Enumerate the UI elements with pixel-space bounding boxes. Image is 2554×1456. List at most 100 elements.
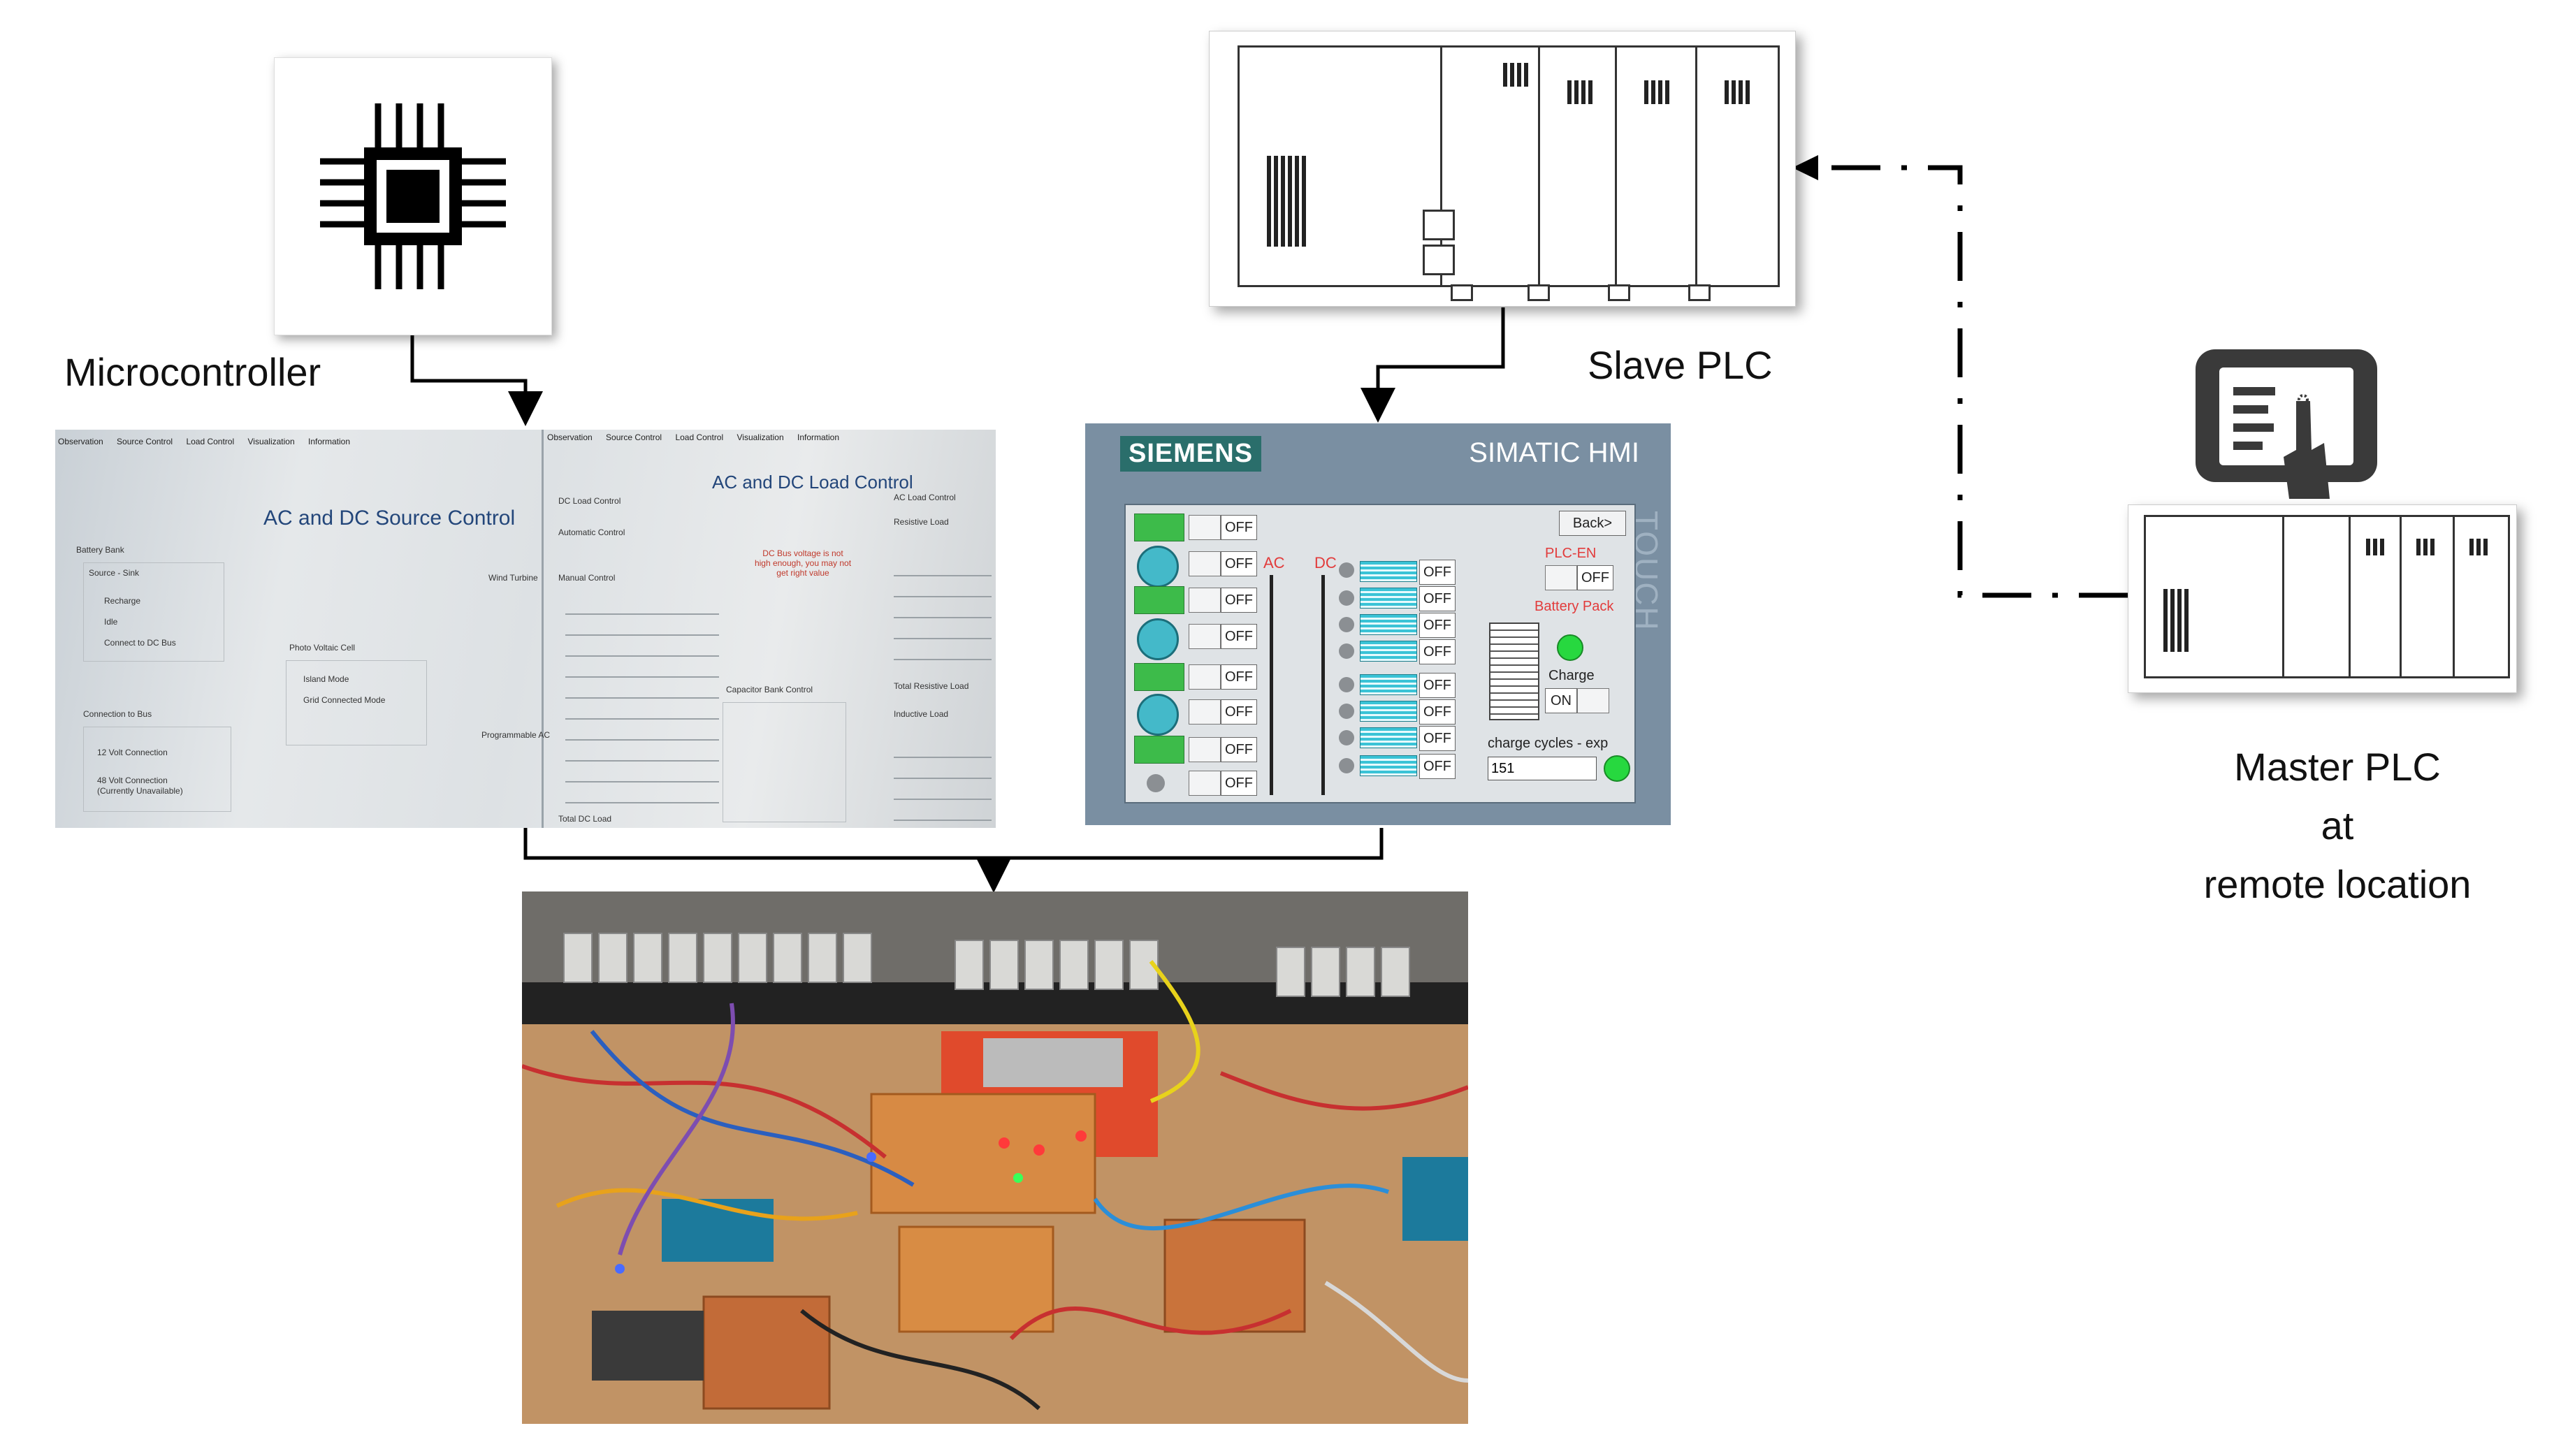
charge-on-button[interactable]: ON	[1545, 688, 1577, 713]
plc-foot	[1608, 284, 1630, 301]
ac-off-button[interactable]: OFF	[1221, 624, 1257, 649]
v48-note: (Currently Unavailable)	[97, 786, 183, 796]
ac-switch[interactable]	[1189, 588, 1221, 613]
pv-grid-option: Grid Connected Mode	[303, 695, 386, 705]
dc-off-button[interactable]: OFF	[1419, 726, 1456, 751]
tab-load-control: Load Control	[186, 437, 235, 446]
charge-cycles-field[interactable]: 151	[1488, 757, 1597, 780]
charge-label: Charge	[1548, 668, 1595, 683]
dc-off-button[interactable]: OFF	[1419, 699, 1456, 725]
master-to-slave-dashed	[1806, 165, 2128, 598]
ac-off-button[interactable]: OFF	[1221, 699, 1257, 725]
plc-terminal-block	[2163, 589, 2191, 652]
dc-bus-warning: DC Bus voltage is not high enough, you m…	[754, 548, 852, 578]
ac-off-button[interactable]: OFF	[1221, 551, 1257, 576]
back-button[interactable]: Back>	[1559, 511, 1626, 536]
board-illustration	[522, 891, 1468, 1424]
dc-label: DC	[1314, 554, 1337, 572]
gui-divider	[542, 430, 544, 828]
ac-off-button[interactable]: OFF	[1221, 737, 1257, 762]
fan-icon	[1137, 694, 1179, 736]
dc-load-icon	[1360, 727, 1417, 748]
ac-switch[interactable]	[1189, 737, 1221, 762]
siemens-hmi: SIEMENS SIMATIC HMI TOUCH OFF OFF OFF OF…	[1085, 423, 1671, 825]
plc-connector	[1725, 80, 1753, 104]
master-plc-label: Master PLC at remote location	[2163, 738, 2512, 914]
status-dot	[1339, 562, 1354, 578]
gui-to-board-connector	[523, 828, 1384, 860]
plc-foot	[1451, 284, 1473, 301]
recharge-option: Recharge	[104, 596, 141, 606]
ac-switch[interactable]	[1189, 664, 1221, 690]
fan-icon	[1137, 618, 1179, 660]
ac-switch[interactable]	[1189, 515, 1221, 540]
ac-off-button[interactable]: OFF	[1221, 664, 1257, 690]
chip-icon	[320, 103, 506, 289]
charge-switch[interactable]	[1577, 688, 1609, 713]
hmi-screen: OFF OFF OFF OFF OFF OFF OFF OFF AC DC OF…	[1124, 504, 1636, 803]
slave-plc-label: Slave PLC	[1588, 343, 1773, 387]
ac-off-button[interactable]: OFF	[1221, 588, 1257, 613]
tab-visualization: Visualization	[737, 432, 784, 442]
battery-pack-label: Battery Pack	[1534, 599, 1614, 614]
plc-ethernet-port	[1423, 245, 1455, 275]
connect-dc-bus-option: Connect to DC Bus	[104, 638, 176, 648]
tab-information: Information	[797, 432, 840, 442]
plc-foot	[1528, 284, 1550, 301]
dc-off-button[interactable]: OFF	[1419, 613, 1456, 638]
dc-off-button[interactable]: OFF	[1419, 586, 1456, 611]
status-dot	[1339, 758, 1354, 773]
dc-load-icon	[1360, 755, 1417, 776]
dc-bus-line	[1321, 575, 1325, 795]
resistive-load-rows	[894, 555, 992, 674]
master-to-slave-arrowhead	[1792, 155, 1818, 180]
slave-to-hmi-connector	[1361, 307, 1505, 423]
dc-off-button[interactable]: OFF	[1419, 673, 1456, 698]
dc-automatic-control: Automatic Control	[558, 527, 625, 537]
charge-cycles-label: charge cycles - exp	[1488, 736, 1609, 751]
programmable-ac-label: Programmable AC	[481, 730, 551, 740]
plc-connector	[1644, 80, 1672, 104]
plc-connector	[1503, 63, 1531, 87]
ac-switch[interactable]	[1189, 771, 1221, 796]
tab-source-control: Source Control	[117, 437, 173, 446]
slave-plc-image	[1209, 31, 1796, 307]
source-sink-panel	[83, 562, 224, 662]
dc-load-icon	[1360, 674, 1417, 695]
ac-load-icon	[1134, 736, 1184, 764]
ac-load-icon	[1134, 514, 1184, 541]
plc-en-switch[interactable]	[1545, 565, 1577, 590]
dc-off-button[interactable]: OFF	[1419, 639, 1456, 664]
master-plc-label-line2: at	[2321, 803, 2354, 847]
tab-information: Information	[308, 437, 351, 446]
ac-load-icon	[1134, 586, 1184, 614]
ac-switch[interactable]	[1189, 624, 1221, 649]
plc-en-off-button[interactable]: OFF	[1577, 565, 1613, 590]
status-dot	[1339, 704, 1354, 719]
microcontroller-box	[274, 57, 552, 335]
dc-off-button[interactable]: OFF	[1419, 560, 1456, 585]
dc-manual-control: Manual Control	[558, 573, 616, 583]
capacitor-panel	[723, 702, 846, 822]
dc-off-button[interactable]: OFF	[1419, 754, 1456, 779]
connection-panel	[83, 727, 231, 812]
siemens-logo: SIEMENS	[1120, 436, 1262, 472]
ac-switch[interactable]	[1189, 699, 1221, 725]
dc-load-rows	[565, 594, 719, 810]
plc-foot	[1688, 284, 1711, 301]
status-dot	[1339, 590, 1354, 606]
pv-island-option: Island Mode	[303, 674, 349, 684]
ac-off-button[interactable]: OFF	[1221, 771, 1257, 796]
ac-off-button[interactable]: OFF	[1221, 515, 1257, 540]
status-dot	[1147, 774, 1165, 792]
dc-load-icon	[1360, 588, 1417, 609]
ac-switch[interactable]	[1189, 551, 1221, 576]
circuit-board-photo	[522, 891, 1468, 1424]
plc-connector	[1567, 80, 1595, 104]
gui-title-load: AC and DC Load Control	[712, 472, 913, 493]
wind-turbine-label: Wind Turbine	[488, 573, 538, 583]
plc-en-label: PLC-EN	[1545, 546, 1597, 561]
master-plc-image	[2128, 504, 2517, 693]
status-dot	[1339, 730, 1354, 745]
